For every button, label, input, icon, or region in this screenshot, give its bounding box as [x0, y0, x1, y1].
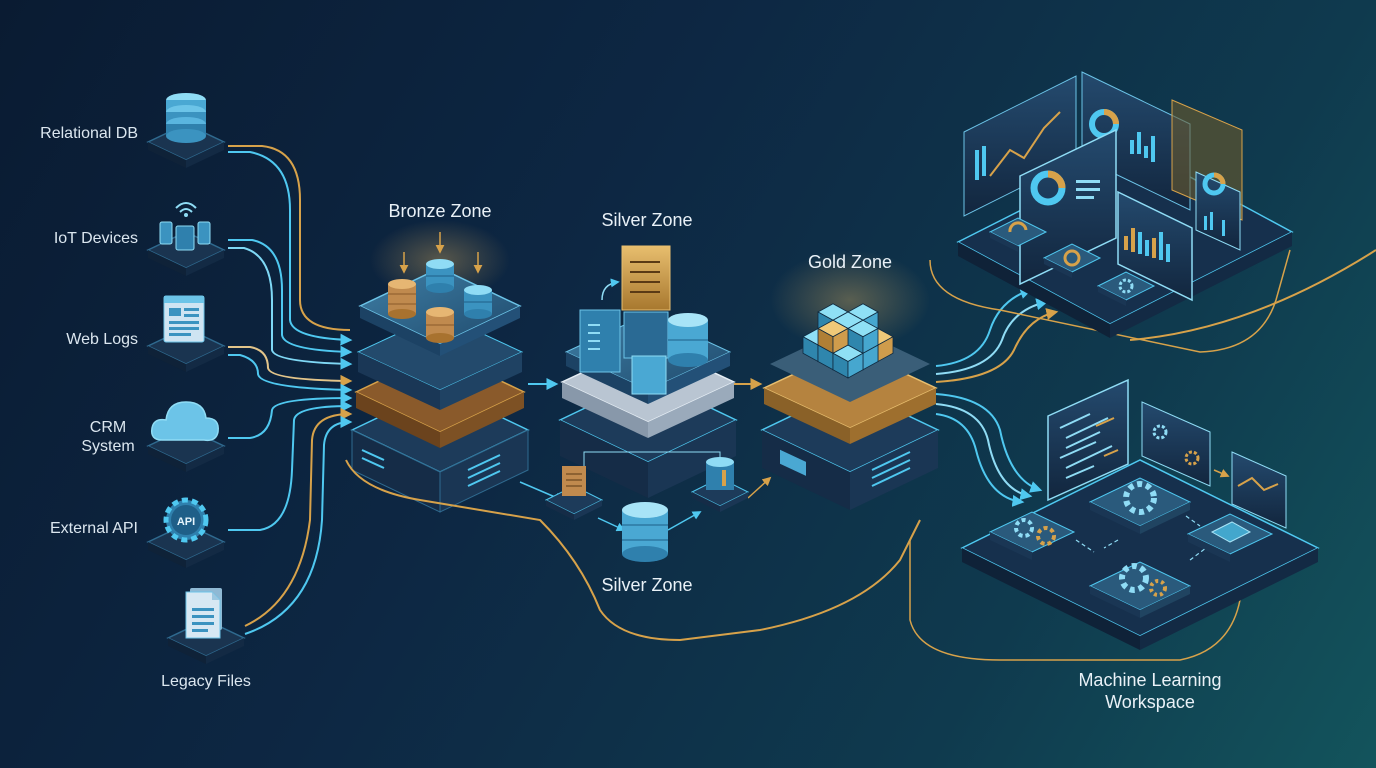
ml-workspace-title: Machine Learning Workspace — [1050, 669, 1250, 713]
connector-iot-devices — [228, 239, 353, 358]
database-icon — [166, 93, 206, 143]
code-icon — [1047, 378, 1129, 502]
gold-zone-title: Gold Zone — [807, 252, 893, 272]
ml-workspace-title-line2: Workspace — [1105, 692, 1195, 712]
source-label-legacy-files: Legacy Files — [161, 673, 251, 690]
source-label-web-logs: Web Logs — [66, 331, 138, 348]
connector-relational-db — [228, 145, 351, 331]
source-label-crm-text: CRM System — [81, 419, 135, 455]
source-label-iot-devices: IoT Devices — [53, 230, 138, 247]
source-connectors — [228, 145, 353, 635]
crm-system-node — [146, 401, 226, 472]
silver-zone-lower-network — [519, 451, 772, 562]
document-icon — [185, 588, 222, 639]
connector-crm-system — [228, 392, 353, 439]
ml-workspace — [960, 378, 1320, 650]
iot-devices-node — [146, 202, 226, 276]
web-logs-icon — [163, 295, 205, 343]
cloud-icon — [150, 401, 219, 442]
iot-devices-icon — [159, 202, 211, 251]
connector-web-logs — [228, 346, 353, 387]
api-gear-icon: API — [163, 497, 209, 543]
web-logs-node — [146, 295, 226, 372]
silver-zone-platform — [558, 245, 738, 498]
silver-zone-title: Silver Zone — [601, 210, 693, 230]
gold-cube — [817, 319, 849, 354]
bronze-database-icons — [388, 259, 492, 343]
connector-external-api — [228, 400, 353, 531]
silver-server-blocks — [579, 245, 708, 395]
legacy-files-node — [166, 588, 246, 664]
bronze-zone-platform — [350, 220, 530, 513]
gold-cube — [847, 319, 879, 354]
connector-legacy-files — [244, 408, 353, 627]
bronze-zone-title: Bronze Zone — [388, 201, 492, 221]
gold-output-connectors — [935, 287, 1059, 507]
gold-cube-grid — [802, 303, 894, 379]
source-label-crm-system: CRM System — [20, 418, 138, 456]
silver-zone-lower-title: Silver Zone — [601, 575, 693, 595]
relational-db-node — [146, 93, 226, 168]
source-label-external-api: External API — [49, 520, 138, 537]
ml-workspace-title-line1: Machine Learning — [1078, 670, 1222, 690]
dashboard-workspace — [956, 71, 1294, 338]
gear-icon — [1118, 278, 1134, 294]
gold-zone-platform — [760, 250, 940, 510]
source-label-relational-db: Relational DB — [40, 125, 138, 142]
gold-loop-line — [345, 459, 921, 642]
external-api-node: API — [146, 497, 226, 568]
api-badge-text: API — [177, 516, 195, 528]
dashboard-icon — [963, 71, 1243, 302]
